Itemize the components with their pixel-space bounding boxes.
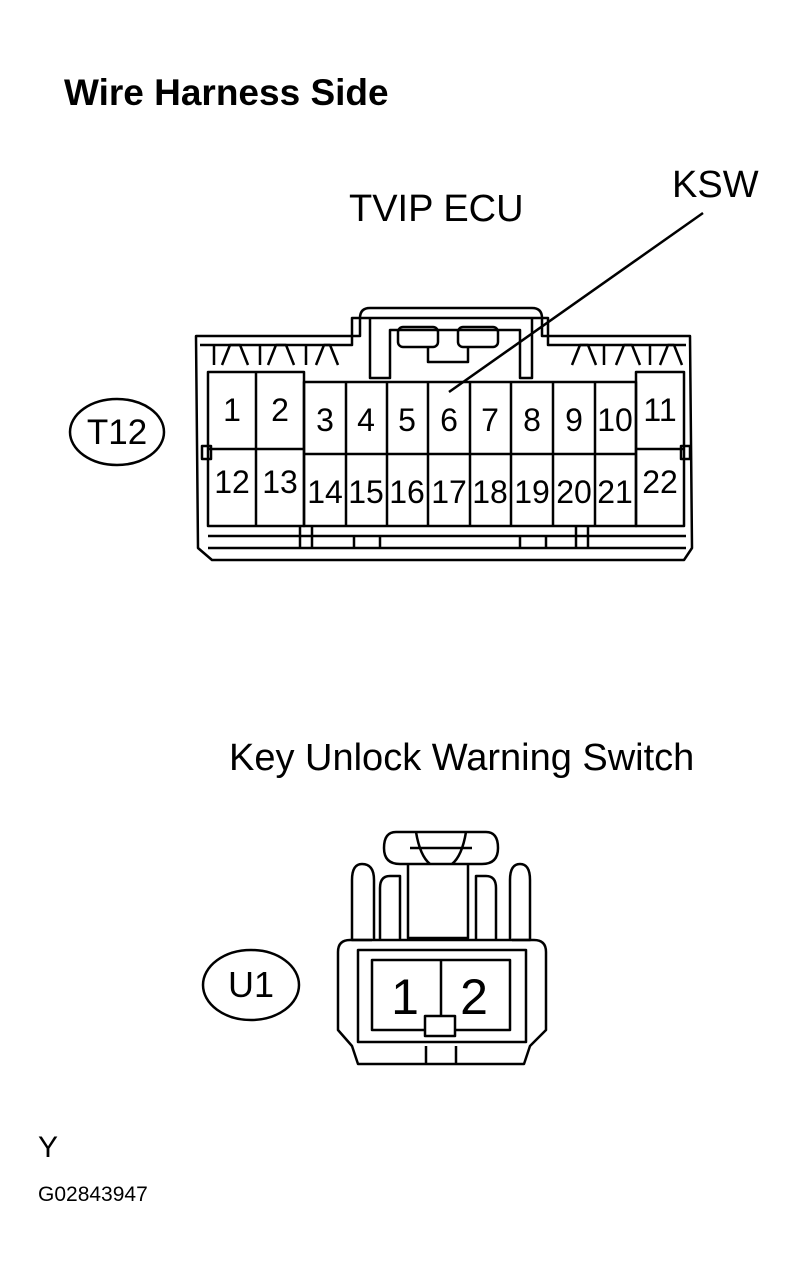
ecu-pin-16: 16: [389, 474, 425, 510]
ecu-pin-9: 9: [565, 402, 583, 438]
ecu-pin-12: 12: [214, 464, 250, 500]
ecu-pin-17: 17: [431, 474, 467, 510]
ecu-pin-2: 2: [271, 392, 289, 428]
ecu-pin-8: 8: [523, 402, 541, 438]
ecu-code-ellipse: [68, 397, 166, 467]
switch-connector: [201, 830, 548, 1066]
ksw-leader-line: [448, 211, 704, 394]
ecu-pin-11: 11: [643, 392, 676, 428]
ecu-pin-14: 14: [307, 474, 343, 510]
ecu-pin-3: 3: [316, 402, 334, 438]
ecu-pin-7: 7: [481, 402, 499, 438]
ecu-pin-4: 4: [357, 402, 375, 438]
ecu-pin-18: 18: [472, 474, 508, 510]
ecu-pin-13: 13: [262, 464, 298, 500]
switch-connector-name: Key Unlock Warning Switch: [229, 737, 695, 779]
page-title: Wire Harness Side: [64, 72, 389, 113]
ecu-code-label: T12: [87, 413, 147, 452]
ecu-pin-20: 20: [556, 474, 592, 510]
ksw-callout-label: KSW: [672, 164, 759, 206]
switch-code-ellipse: [201, 948, 301, 1022]
ecu-connector-name: TVIP ECU: [349, 188, 524, 230]
ecu-pin-10: 10: [597, 402, 633, 438]
ecu-pin-15: 15: [348, 474, 384, 510]
ecu-pin-19: 19: [514, 474, 550, 510]
switch-pin-1: 1: [391, 969, 419, 1025]
ecu-pin-1: 1: [223, 392, 241, 428]
color-code: Y: [38, 1131, 59, 1164]
ecu-pin-5: 5: [398, 402, 416, 438]
ecu-pin-6: 6: [440, 402, 458, 438]
ecu-pin-22: 22: [642, 464, 678, 500]
figure-id: G02843947: [38, 1183, 148, 1206]
ecu-connector: [68, 211, 704, 562]
ecu-pin-21: 21: [597, 474, 633, 510]
switch-pin-2: 2: [460, 969, 488, 1025]
switch-code-label: U1: [228, 964, 274, 1005]
